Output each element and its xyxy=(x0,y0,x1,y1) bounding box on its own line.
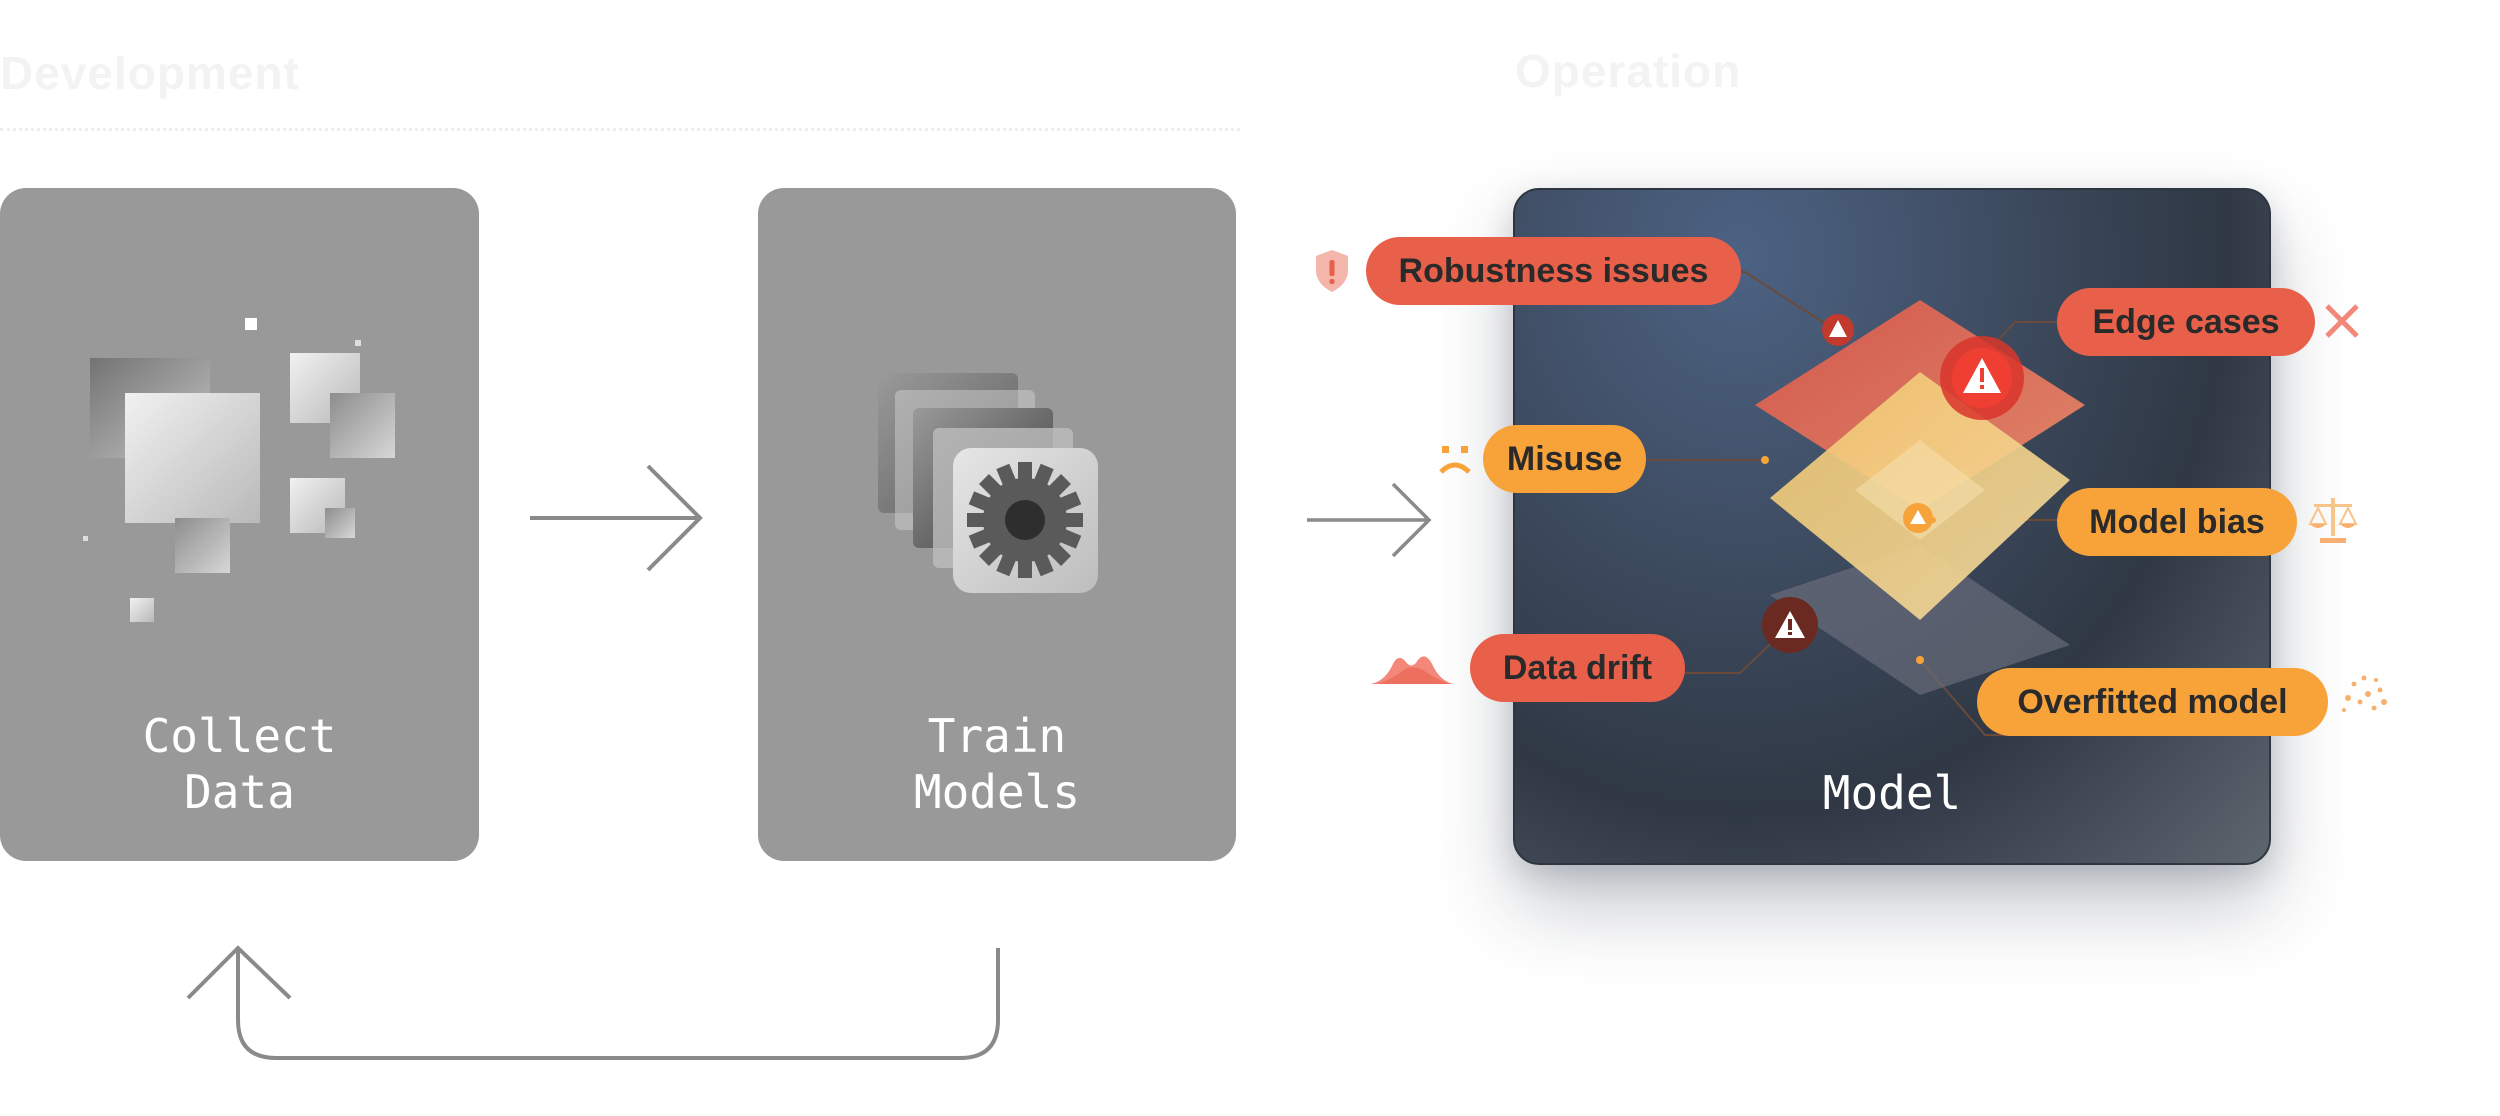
arrow-collect-to-train xyxy=(530,464,703,572)
issue-overfitted: Overfitted model xyxy=(1977,668,2328,736)
scatter-dots-icon xyxy=(2342,675,2387,712)
warning-marker-large xyxy=(1940,336,2024,420)
shield-alert-icon xyxy=(1316,250,1348,292)
train-models-card: Train Models xyxy=(758,188,1236,861)
warning-marker-small-top xyxy=(1822,314,1854,346)
collect-data-card: Collect Data xyxy=(0,188,479,861)
model-label: Model xyxy=(1822,766,1962,820)
warning-marker-bottom xyxy=(1762,597,1818,653)
arrow-train-to-model xyxy=(1307,482,1432,558)
issue-model-bias: Model bias xyxy=(2057,488,2297,556)
collect-data-label-line2: Data xyxy=(184,765,295,819)
issue-data-drift: Data drift xyxy=(1470,634,1685,702)
collect-data-label-line1: Collect xyxy=(142,709,337,763)
data-blocks-icon xyxy=(83,318,395,622)
issue-misuse: Misuse xyxy=(1483,425,1646,493)
issue-robustness: Robustness issues xyxy=(1366,237,1741,305)
feedback-loop-arrow xyxy=(186,945,1000,1060)
warning-marker-middle xyxy=(1903,503,1933,533)
train-models-label-line2: Models xyxy=(913,765,1081,819)
scales-icon xyxy=(2308,498,2358,543)
model-layers-graphic xyxy=(1515,271,2269,736)
stage-title-operation: Operation xyxy=(1515,45,1742,97)
stage-divider xyxy=(0,128,1240,131)
frown-face-icon xyxy=(1439,446,1471,474)
issue-edge-cases: Edge cases xyxy=(2057,288,2315,356)
stage-title-development: Development xyxy=(0,47,300,99)
x-mark-icon xyxy=(2325,304,2359,338)
train-models-label: Train Models xyxy=(758,708,1236,820)
training-gear-icon xyxy=(878,373,1098,593)
collect-data-label: Collect Data xyxy=(0,708,479,820)
train-models-label-line1: Train xyxy=(927,709,1067,763)
distribution-curve-icon xyxy=(1370,656,1454,684)
